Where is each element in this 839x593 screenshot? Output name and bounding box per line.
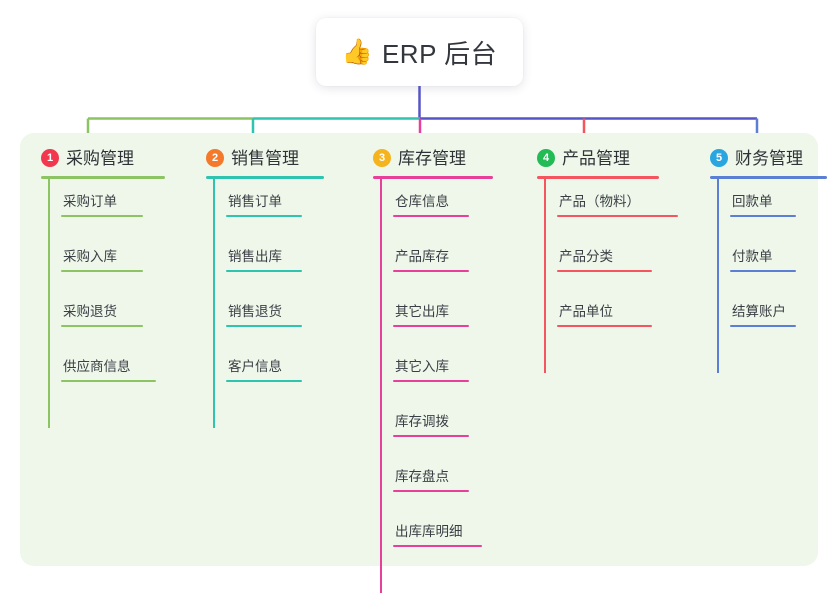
branch-item-label: 产品单位: [559, 303, 613, 319]
branch-item-label: 其它入库: [395, 358, 449, 374]
branch-item-label: 采购退货: [63, 303, 117, 319]
branch-item[interactable]: 产品（物料）: [557, 179, 678, 217]
branch-header-2[interactable]: 2 销售管理: [206, 146, 299, 170]
branch-item[interactable]: 结算账户: [730, 289, 796, 327]
branch-title: 销售管理: [231, 148, 299, 168]
branch-item-label: 产品分类: [559, 248, 613, 264]
branch-item-rule: [226, 215, 302, 217]
branch-item[interactable]: 产品分类: [557, 234, 652, 272]
branch-item[interactable]: 销售出库: [226, 234, 302, 272]
branch-item-label: 销售出库: [228, 248, 282, 264]
branch-item[interactable]: 采购退货: [61, 289, 143, 327]
branch-item-rule: [393, 545, 482, 547]
branch-item-label: 销售订单: [228, 193, 282, 209]
branch-item[interactable]: 采购订单: [61, 179, 143, 217]
branch-item-rule: [393, 270, 469, 272]
branch-item-rule: [730, 215, 796, 217]
branch-item-label: 出库库明细: [395, 523, 463, 539]
branch-item[interactable]: 采购入库: [61, 234, 143, 272]
branch-number-badge: 1: [41, 149, 59, 167]
branch-item-rule: [61, 270, 143, 272]
branch-item-label: 客户信息: [228, 358, 282, 374]
branch-item[interactable]: 其它出库: [393, 289, 469, 327]
branch-item[interactable]: 销售退货: [226, 289, 302, 327]
branch-item[interactable]: 客户信息: [226, 344, 302, 382]
branch-item[interactable]: 供应商信息: [61, 344, 156, 382]
branch-item-label: 采购入库: [63, 248, 117, 264]
branch-item-label: 结算账户: [732, 303, 786, 319]
branch-item-rule: [226, 325, 302, 327]
branch-header-rule: [373, 176, 493, 179]
branch-spine: [544, 178, 546, 373]
branch-item-rule: [226, 380, 302, 382]
branch-item-rule: [61, 380, 156, 382]
branch-number-badge: 2: [206, 149, 224, 167]
branch-item-label: 库存调拨: [395, 413, 449, 429]
branch-number-badge: 4: [537, 149, 555, 167]
branch-item-rule: [730, 270, 796, 272]
branch-item[interactable]: 出库库明细: [393, 509, 482, 547]
branch-item[interactable]: 库存调拨: [393, 399, 469, 437]
branch-item[interactable]: 仓库信息: [393, 179, 469, 217]
branch-title: 产品管理: [562, 148, 630, 168]
branch-number-badge: 3: [373, 149, 391, 167]
thumbs-up-icon: 👍: [341, 37, 373, 66]
branch-item[interactable]: 付款单: [730, 234, 796, 272]
branch-item-label: 销售退货: [228, 303, 282, 319]
branch-item-rule: [393, 380, 469, 382]
branch-number-badge: 5: [710, 149, 728, 167]
branch-item-rule: [557, 270, 652, 272]
branch-item[interactable]: 库存盘点: [393, 454, 469, 492]
branch-item-label: 库存盘点: [395, 468, 449, 484]
branch-header-rule: [537, 176, 659, 179]
branch-item[interactable]: 产品库存: [393, 234, 469, 272]
branch-item-rule: [226, 270, 302, 272]
branch-item-rule: [61, 325, 143, 327]
branch-title: 库存管理: [398, 148, 466, 168]
root-node-card[interactable]: 👍 ERP 后台: [316, 18, 523, 86]
branch-item-label: 付款单: [732, 248, 773, 264]
branch-item[interactable]: 产品单位: [557, 289, 652, 327]
branch-item-rule: [730, 325, 796, 327]
branch-item-rule: [61, 215, 143, 217]
branch-item-rule: [557, 325, 652, 327]
branch-item-label: 产品库存: [395, 248, 449, 264]
branch-spine: [213, 178, 215, 428]
branch-spine: [48, 178, 50, 428]
root-node-title: ERP 后台: [381, 38, 498, 69]
branch-spine: [717, 178, 719, 373]
branch-item-rule: [393, 215, 469, 217]
branch-header-3[interactable]: 3 库存管理: [373, 146, 466, 170]
branch-item-label: 回款单: [732, 193, 773, 209]
branch-spine: [380, 178, 382, 593]
branch-header-rule: [206, 176, 324, 179]
branch-item-label: 供应商信息: [63, 358, 131, 374]
branch-item-rule: [557, 215, 678, 217]
branch-item-label: 其它出库: [395, 303, 449, 319]
branch-title: 采购管理: [66, 148, 134, 168]
branch-item-rule: [393, 490, 469, 492]
branch-header-rule: [41, 176, 165, 179]
branch-header-rule: [710, 176, 827, 179]
branch-item[interactable]: 销售订单: [226, 179, 302, 217]
branches-panel: 1 采购管理采购订单采购入库采购退货供应商信息 2 销售管理销售订单销售出库销售退货客…: [20, 133, 827, 593]
branch-title: 财务管理: [735, 148, 803, 168]
branch-item-label: 采购订单: [63, 193, 117, 209]
branch-item-rule: [393, 435, 469, 437]
branch-item[interactable]: 其它入库: [393, 344, 469, 382]
branch-item[interactable]: 回款单: [730, 179, 796, 217]
branch-item-label: 仓库信息: [395, 193, 449, 209]
branch-header-1[interactable]: 1 采购管理: [41, 146, 134, 170]
branch-header-4[interactable]: 4 产品管理: [537, 146, 630, 170]
branch-header-5[interactable]: 5 财务管理: [710, 146, 803, 170]
branch-item-rule: [393, 325, 469, 327]
branch-item-label: 产品（物料）: [559, 193, 640, 209]
